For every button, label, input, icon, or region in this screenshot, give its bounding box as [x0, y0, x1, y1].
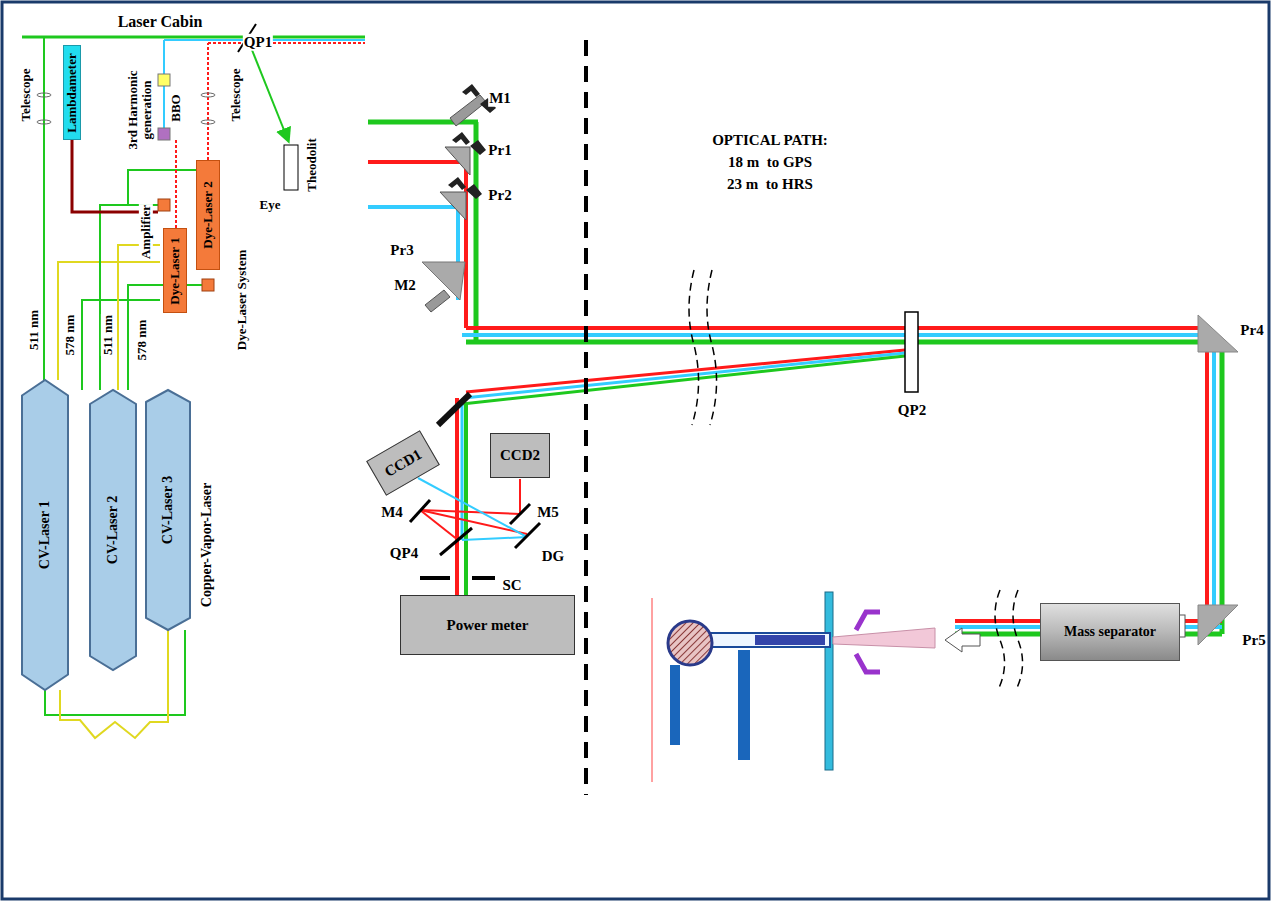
callout-label: QP4	[389, 545, 419, 562]
node-text: Power meter	[447, 617, 529, 634]
wavelength-label: 578 nm	[63, 314, 77, 357]
node-text: Dye-Laser 1	[168, 237, 182, 304]
mass-separator: Mass separator	[1040, 603, 1180, 661]
part-label: Telescope	[19, 68, 33, 123]
wavelength-label: 578 nm	[135, 319, 149, 362]
part-label: QP1	[243, 34, 273, 51]
heading: Laser Cabin	[117, 13, 204, 31]
callout-label: M5	[536, 504, 560, 521]
power-meter: Power meter	[400, 595, 575, 655]
ccd-camera: CCD1	[366, 430, 440, 496]
note-text: 23 m to HRS	[726, 176, 814, 193]
part-label: Amplifier	[139, 204, 153, 260]
wavelength-label: 511 nm	[27, 309, 41, 351]
node-text: Dye-Laser 2	[201, 181, 215, 248]
part-label: Theodolit	[305, 137, 319, 192]
part-label: 3rd Harmonic generation	[126, 67, 155, 154]
callout-label: Pr2	[487, 187, 512, 204]
callout-label: Pr5	[1241, 632, 1266, 649]
callout-label: M2	[393, 277, 417, 294]
callout-label: QP2	[897, 402, 927, 419]
part-label: Eye	[259, 198, 282, 212]
dye-laser-box: Dye-Laser 1	[163, 228, 187, 313]
ccd-camera: CCD2	[490, 433, 550, 478]
callout-label: Pr1	[487, 142, 512, 159]
node-text: Lambdameter	[65, 53, 79, 132]
laser-tube: CV-Laser 3	[146, 390, 190, 630]
callout-label: M1	[488, 90, 512, 107]
laser-tube: CV-Laser 2	[90, 390, 136, 670]
callout-label: M4	[380, 504, 404, 521]
wavelength-label: 511 nm	[101, 314, 115, 356]
callout-label: Pr4	[1239, 322, 1264, 339]
note-text: 18 m to GPS	[727, 154, 813, 171]
part-label: Copper-Vapor-Laser	[199, 482, 214, 608]
node-text: CV-Laser 2	[105, 496, 120, 564]
node-text: CV-Laser 1	[37, 501, 52, 569]
laser-tube: CV-Laser 1	[22, 380, 68, 690]
node-text: CV-Laser 3	[160, 476, 175, 544]
lambdameter-box: Lambdameter	[63, 45, 81, 140]
node-text: CCD2	[500, 447, 540, 464]
part-label: Dye-Laser System	[235, 249, 249, 352]
callout-label: DG	[541, 548, 566, 565]
node-text: Mass separator	[1064, 624, 1156, 639]
callout-label: Pr3	[389, 242, 414, 259]
part-label: Telescope	[229, 68, 243, 123]
note-text: OPTICAL PATH:	[711, 132, 829, 149]
node-text: CCD1	[382, 446, 425, 480]
part-label: BBO	[169, 93, 183, 122]
dye-laser-box: Dye-Laser 2	[196, 160, 220, 270]
callout-label: SC	[501, 577, 522, 594]
